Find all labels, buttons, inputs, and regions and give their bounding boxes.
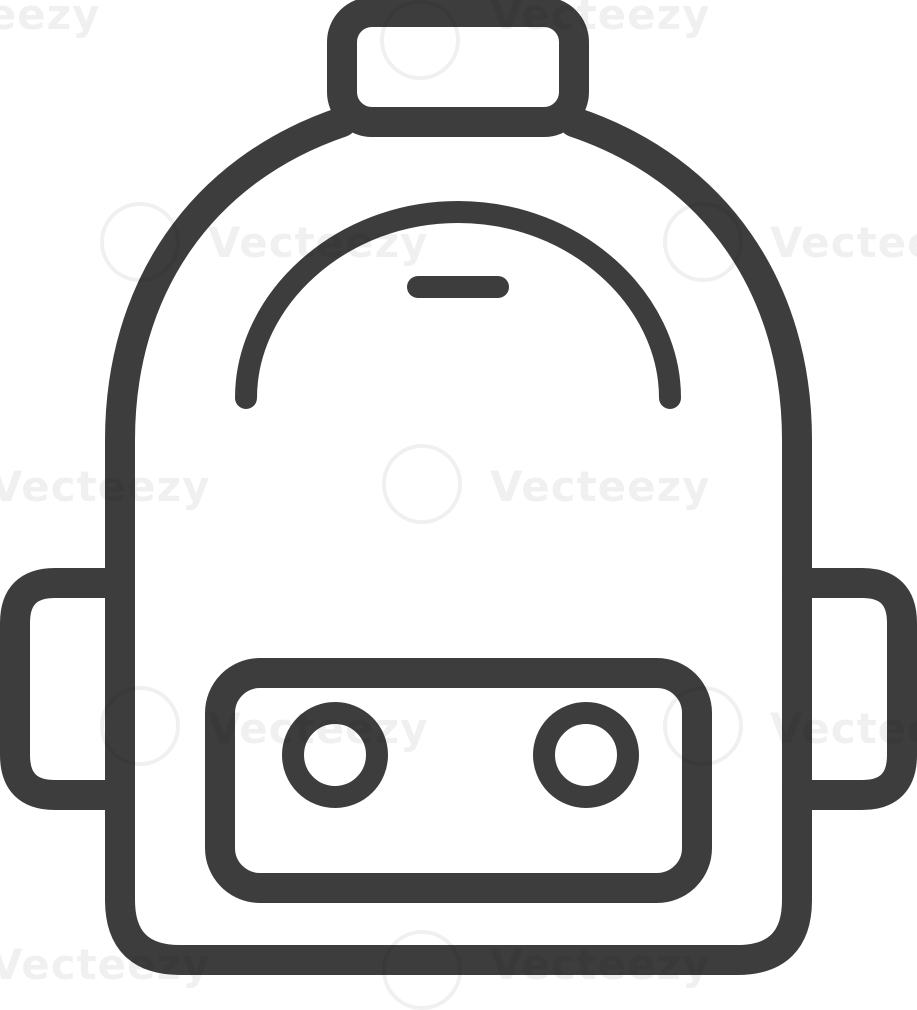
- backpack-left-strap: [0, 568, 135, 810]
- backpack-right-strap: [782, 568, 917, 810]
- pocket-button-left: [282, 702, 388, 808]
- backpack-inner-arc: [235, 201, 681, 409]
- backpack-handle: [327, 0, 589, 137]
- backpack-body: [105, 107, 812, 975]
- pocket-button-right: [533, 702, 639, 808]
- backpack-icon: [0, 0, 917, 975]
- backpack-pocket: [205, 658, 712, 903]
